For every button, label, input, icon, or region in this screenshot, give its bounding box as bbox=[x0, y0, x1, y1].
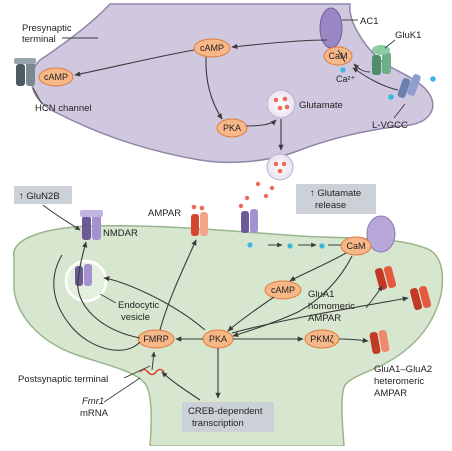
lvgcc-channel bbox=[397, 74, 421, 98]
creb-box bbox=[182, 402, 274, 432]
cleft-vesicle bbox=[266, 153, 294, 181]
glua1-homomeric-ampar bbox=[374, 266, 397, 290]
arrow-cam-pka bbox=[232, 255, 353, 337]
ca-ion bbox=[319, 243, 325, 249]
arrow-glun2b-nmdar bbox=[42, 204, 81, 231]
pka-post-label: PKA bbox=[209, 334, 227, 344]
nmdar-channel bbox=[80, 210, 103, 240]
ac1-enzyme bbox=[319, 7, 343, 49]
ca-ion bbox=[340, 67, 346, 73]
creb-label-1: CREB-dependent bbox=[188, 406, 263, 417]
ampar-top-channel bbox=[191, 204, 208, 236]
cam-pre-node bbox=[323, 46, 353, 66]
postsynaptic-glutamate-channel bbox=[241, 209, 258, 233]
arrow-cam-camp bbox=[289, 252, 347, 282]
glua12-label-1: GluA1–GluA2 bbox=[374, 364, 432, 375]
arrow-fmrp-ampar bbox=[159, 239, 197, 331]
endocytic-label-2: vesicle bbox=[121, 312, 150, 323]
fmrp-label: FMRP bbox=[143, 334, 169, 344]
camp-hcn-label: cAMP bbox=[44, 72, 68, 82]
glua12-label-3: AMPAR bbox=[374, 388, 407, 399]
presynaptic-terminal bbox=[30, 3, 434, 164]
postsynaptic-label: Postsynaptic terminal bbox=[18, 374, 108, 385]
glua1-homomeric-ampar-surface bbox=[409, 286, 432, 310]
ca-ion bbox=[247, 242, 253, 248]
glua1-label-1: GluA1 bbox=[308, 289, 334, 300]
cam-post-partner bbox=[366, 215, 396, 253]
fmr1-mrna bbox=[139, 368, 165, 376]
loop-arrow bbox=[53, 254, 141, 351]
internalized-receptor bbox=[75, 264, 92, 286]
camp-post-label: cAMP bbox=[271, 285, 295, 295]
glun2b-box bbox=[14, 186, 72, 204]
pka-pre-node bbox=[216, 118, 248, 138]
ampar-top-label: AMPAR bbox=[148, 208, 181, 219]
arrow-pkmz-heteromeric bbox=[338, 337, 369, 343]
glua12-label-2: heteromeric bbox=[374, 376, 424, 387]
watermark: 知乎 @孙悦礼 bbox=[360, 420, 436, 435]
presynaptic-label-2: terminal bbox=[22, 34, 56, 45]
camp-post-node bbox=[264, 280, 302, 300]
arrow-fmrp-nmdar bbox=[77, 241, 141, 339]
ca-ion bbox=[287, 243, 293, 249]
camp-pre-node bbox=[193, 38, 231, 58]
arrow-gluk1-cam bbox=[353, 63, 371, 73]
pka-pre-label: PKA bbox=[223, 123, 241, 133]
pkmz-label: PKMζ bbox=[310, 334, 334, 344]
arrow-camp-pka bbox=[205, 56, 223, 120]
ca-label: Ca²⁺ bbox=[336, 74, 356, 84]
arrow-pka-endocytosis bbox=[103, 276, 206, 331]
presynaptic-label-1: Presynaptic bbox=[22, 23, 72, 34]
fmr1-label-2: mRNA bbox=[80, 408, 109, 419]
glutamate-vesicle bbox=[266, 89, 296, 119]
arrow-fmr1-fmrp bbox=[151, 351, 156, 371]
fmr1-label-1: Fmr1 bbox=[82, 396, 104, 407]
arrow-camp-hcn bbox=[74, 49, 195, 77]
glutamate-label: Glutamate bbox=[299, 100, 343, 111]
endocytic-label-1: Endocytic bbox=[118, 300, 159, 311]
nmdar-label: NMDAR bbox=[103, 228, 138, 239]
gluk1-label: GluK1 bbox=[395, 30, 421, 41]
hcn-label: HCN channel bbox=[35, 103, 92, 114]
ca-ion bbox=[430, 76, 436, 82]
lvgcc-label: L-VGCC bbox=[372, 120, 408, 131]
ca-ion bbox=[388, 94, 394, 100]
camp-pre-label: cAMP bbox=[200, 43, 224, 53]
arrow-pka-homomeric bbox=[231, 296, 409, 334]
hcn-channel bbox=[14, 58, 36, 86]
arrow-creb-fmr1 bbox=[161, 371, 201, 401]
creb-label-2: transcription bbox=[192, 418, 244, 429]
camp-hcn-node bbox=[38, 67, 74, 87]
fmrp-node bbox=[137, 329, 175, 349]
glu-release-label-2: release bbox=[315, 200, 346, 211]
arrow-camp-pka bbox=[227, 296, 275, 332]
glua1-glua2-heteromeric-ampar bbox=[369, 329, 390, 355]
glua1-label-2: homomeric bbox=[308, 301, 355, 312]
glun2b-label: ↑ GluN2B bbox=[19, 191, 60, 202]
arrow-ac1-camp bbox=[231, 39, 328, 50]
cam-pre-label: CaM bbox=[328, 51, 347, 61]
glu-release-label-1: ↑ Glutamate bbox=[310, 188, 361, 199]
ac1-label: AC1 bbox=[360, 16, 378, 27]
glutamate-release-box bbox=[296, 184, 376, 214]
arrow-pka-glutamate bbox=[245, 119, 277, 127]
glua1-label-3: AMPAR bbox=[308, 313, 341, 324]
cam-post-label: CaM bbox=[346, 241, 365, 251]
arrow-lvgcc-cam bbox=[352, 67, 399, 91]
cam-post-node bbox=[340, 236, 372, 256]
